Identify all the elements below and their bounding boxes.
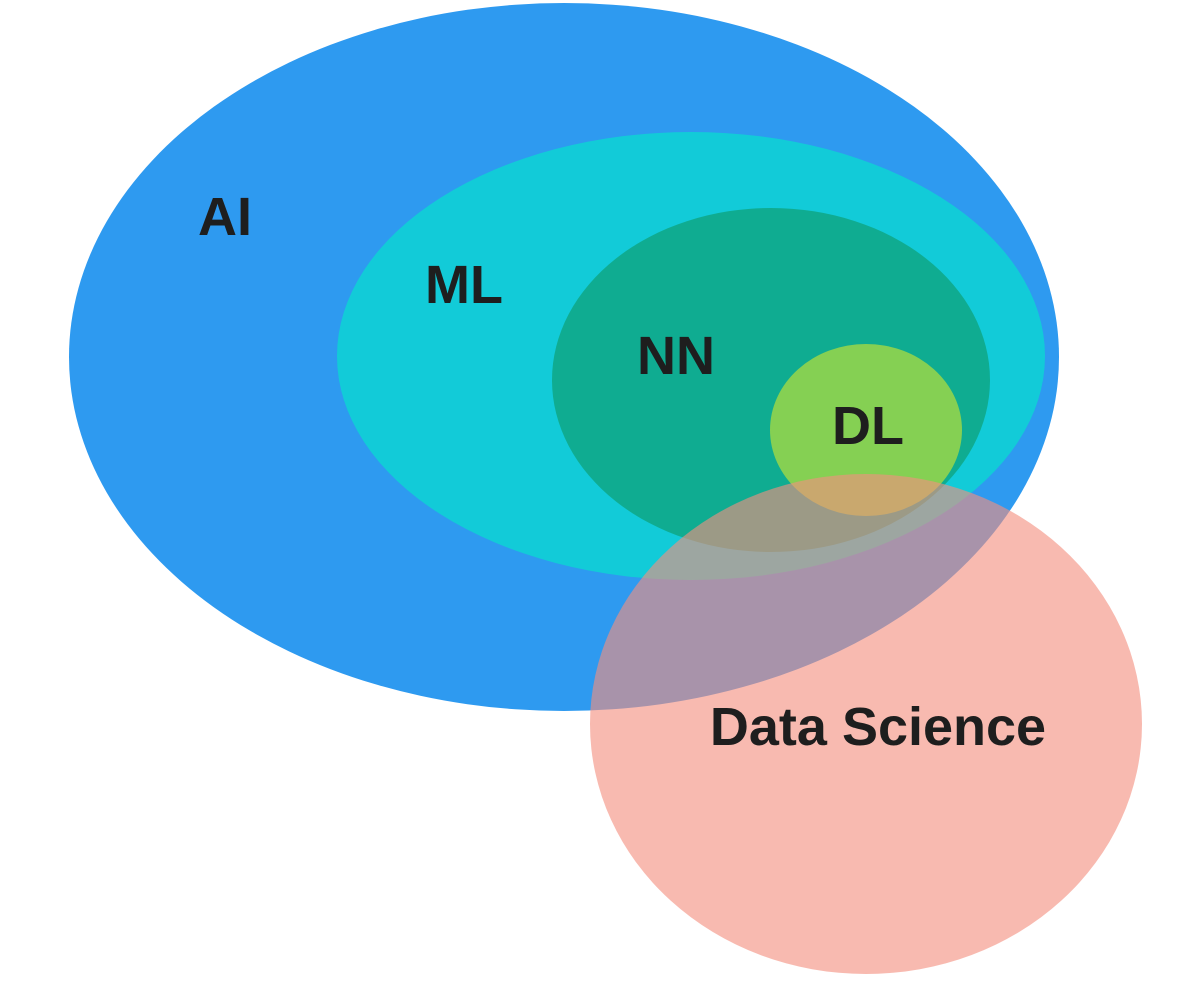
nn-label: NN xyxy=(637,326,715,386)
dl-label: DL xyxy=(832,396,904,456)
data-science-label: Data Science xyxy=(710,697,1046,757)
ml-label: ML xyxy=(425,255,503,315)
dl-ellipse xyxy=(770,344,962,516)
ai-label: AI xyxy=(198,187,252,247)
data-science-ellipse xyxy=(590,474,1142,974)
